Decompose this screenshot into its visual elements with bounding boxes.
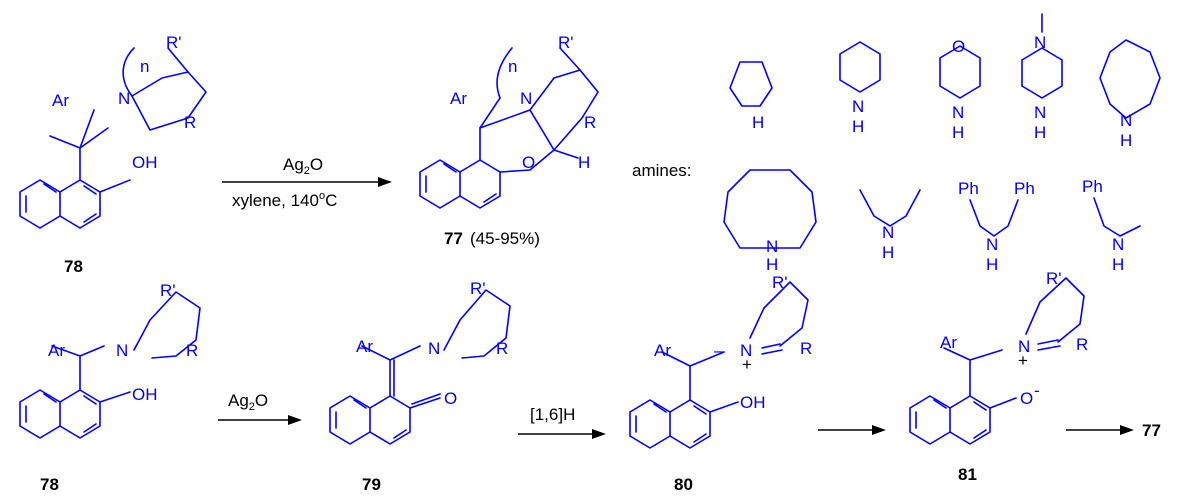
methylbenzylamine-ph: Ph — [1082, 177, 1103, 196]
r-prime-label: R' — [160, 281, 176, 300]
phenoxide-minus: - — [1034, 381, 1040, 400]
r-prime-label: R' — [166, 33, 182, 52]
piperazine-n-top: N — [1034, 33, 1046, 52]
iminium-n: N — [1018, 337, 1030, 356]
compound-78-bottom — [19, 291, 201, 439]
morpholine-h: H — [952, 123, 964, 142]
o-atom-label: O — [444, 389, 457, 408]
morpholine-n: N — [952, 103, 964, 122]
iminium-n: N — [740, 341, 752, 360]
compound-78-top — [19, 47, 207, 229]
dibenzylamine-ph-left: Ph — [958, 179, 979, 198]
reaction-arrow-1 — [222, 177, 392, 187]
azocane-h: H — [766, 255, 778, 274]
ar-label: Ar — [940, 333, 957, 352]
ar-label: Ar — [48, 341, 65, 360]
oh-label: OH — [132, 385, 158, 404]
reaction-conditions: xylene, 140oC — [232, 190, 337, 210]
r-label: R — [496, 339, 508, 358]
step-label-16h: [1,6]H — [530, 405, 575, 424]
oh-label: OH — [132, 153, 158, 172]
r-prime-label: R' — [558, 33, 574, 52]
o-atom-label: O — [522, 153, 535, 172]
r-prime-label: R' — [1046, 269, 1062, 288]
azepane-n: N — [1120, 111, 1132, 130]
compound-label-78-bottom: 78 — [40, 475, 59, 494]
methylbenzylamine-h: H — [1112, 255, 1124, 274]
azocane-n: N — [766, 237, 778, 256]
compound-81 — [909, 277, 1085, 445]
azepane — [1099, 39, 1161, 119]
final-product-77: 77 — [1142, 421, 1161, 440]
pyrrolidine — [729, 61, 773, 107]
n-atom-label: N — [116, 341, 128, 360]
methylbenzylamine-n: N — [1112, 235, 1124, 254]
h-atom-label: H — [578, 153, 590, 172]
r-prime-label: R' — [470, 279, 486, 298]
r-label: R — [184, 113, 196, 132]
product-yield: (45-95%) — [470, 229, 540, 248]
dibenzylamine-h: H — [986, 255, 998, 274]
reagent-ag2o: Ag2O — [283, 155, 323, 177]
morpholine — [939, 45, 981, 99]
ar-label: Ar — [52, 91, 69, 110]
n-methylbenzylamine — [1093, 197, 1141, 237]
n-index-label: n — [508, 57, 517, 76]
carbanion-minus: – — [714, 341, 724, 360]
ar-label: Ar — [450, 89, 467, 108]
arrow-to-77 — [1066, 425, 1134, 435]
diethylamine-n: N — [882, 223, 894, 242]
arrow-to-81 — [818, 425, 886, 435]
compound-label-79: 79 — [362, 475, 381, 494]
n-atom-label: N — [118, 89, 130, 108]
r-label: R — [186, 341, 198, 360]
azepane-h: H — [1120, 131, 1132, 150]
compound-80 — [629, 281, 809, 449]
azocane — [723, 169, 817, 249]
r-label: R — [800, 339, 812, 358]
dibenzylamine — [969, 199, 1019, 237]
piperidine-n: N — [852, 97, 864, 116]
compound-77 — [419, 47, 599, 209]
ar-label: Ar — [356, 337, 373, 356]
ar-label: Ar — [654, 341, 671, 360]
compound-label-80: 80 — [674, 475, 693, 494]
n-methylpiperazine — [1021, 13, 1063, 99]
oh-label: OH — [740, 393, 766, 412]
r-label: R — [1076, 335, 1088, 354]
compound-79 — [329, 289, 511, 445]
arrow-16h — [518, 429, 606, 439]
diethylamine — [859, 189, 921, 227]
amines-label: amines: — [632, 161, 692, 180]
iminium-plus: + — [1018, 351, 1028, 370]
r-prime-label: R' — [772, 273, 788, 292]
piperidine — [839, 41, 881, 93]
compound-label-77: 77 — [444, 229, 463, 248]
reagent-ag2o-step: Ag2O — [228, 391, 268, 413]
dibenzylamine-n: N — [986, 235, 998, 254]
n-atom-label: N — [520, 89, 532, 108]
compound-label-81: 81 — [958, 465, 977, 484]
morpholine-o: O — [952, 37, 965, 56]
n-index-label: n — [140, 57, 149, 76]
diethylamine-h: H — [882, 243, 894, 262]
piperazine-h: H — [1034, 123, 1046, 142]
n-atom-label: N — [428, 339, 440, 358]
pyrrolidine-nh: H — [752, 113, 764, 132]
dibenzylamine-ph-right: Ph — [1014, 179, 1035, 198]
piperazine-n-bottom: N — [1034, 103, 1046, 122]
arrow-ag2o — [218, 415, 302, 425]
iminium-plus: + — [742, 355, 752, 374]
phenoxide-o: O — [1020, 389, 1033, 408]
compound-label-78: 78 — [64, 257, 83, 276]
r-label: R — [584, 113, 596, 132]
piperidine-h: H — [852, 117, 864, 136]
